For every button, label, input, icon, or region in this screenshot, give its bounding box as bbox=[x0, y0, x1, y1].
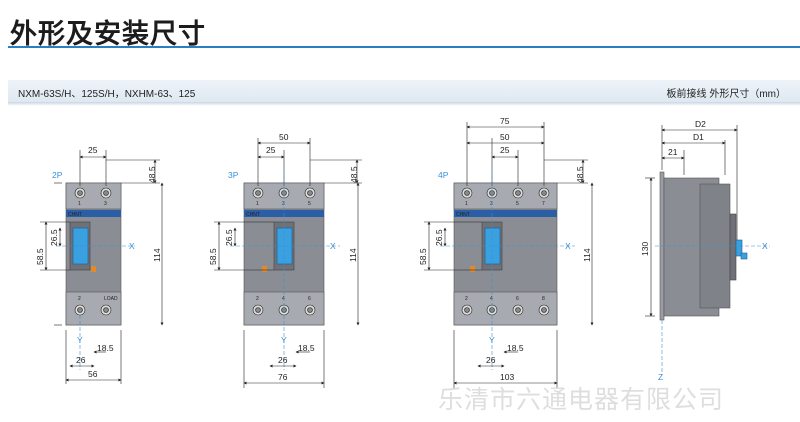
drawing-3p: 3P CHNT 1 3 5 2 4 6 50 25 48.5 114 58.5 bbox=[208, 132, 362, 388]
svg-text:114: 114 bbox=[348, 248, 358, 262]
svg-text:4: 4 bbox=[490, 296, 493, 302]
svg-text:3: 3 bbox=[282, 201, 285, 207]
svg-text:3: 3 bbox=[104, 201, 107, 207]
svg-text:58.5: 58.5 bbox=[208, 248, 218, 265]
svg-text:50: 50 bbox=[500, 132, 510, 142]
svg-text:X: X bbox=[565, 241, 571, 251]
svg-text:2: 2 bbox=[78, 296, 81, 302]
svg-text:1: 1 bbox=[465, 201, 468, 207]
svg-text:26: 26 bbox=[278, 355, 288, 365]
company-watermark: 乐清市六通电器有限公司 bbox=[438, 385, 725, 414]
svg-text:6: 6 bbox=[308, 296, 311, 302]
page-title: 外形及安装尺寸 bbox=[10, 19, 206, 50]
brand-4p: CHNT bbox=[456, 212, 470, 218]
svg-text:48.5: 48.5 bbox=[575, 166, 585, 183]
svg-text:48.5: 48.5 bbox=[349, 166, 359, 183]
svg-text:X: X bbox=[129, 241, 135, 251]
svg-text:5: 5 bbox=[308, 201, 311, 207]
svg-text:1: 1 bbox=[78, 201, 81, 207]
svg-text:18.5: 18.5 bbox=[298, 343, 315, 353]
svg-text:26.5: 26.5 bbox=[49, 229, 59, 246]
svg-text:Y: Y bbox=[281, 335, 287, 345]
svg-text:1: 1 bbox=[256, 201, 259, 207]
model-list: NXM-63S/H、125S/H，NXHM-63、125 bbox=[18, 89, 196, 100]
svg-text:18.5: 18.5 bbox=[97, 343, 114, 353]
drawing-4p: 4P CHNT 1 3 5 7 2 4 6 8 75 50 25 48.5 bbox=[418, 116, 594, 388]
drawing-side-view: D2 D1 21 130 X Z bbox=[640, 119, 770, 382]
svg-text:18.5: 18.5 bbox=[507, 343, 524, 353]
svg-text:103: 103 bbox=[500, 372, 514, 382]
svg-text:58.5: 58.5 bbox=[35, 248, 45, 265]
svg-text:7: 7 bbox=[542, 201, 545, 207]
drawing-2p: 2P CHNT 1 3 2 LOAD 25 48.5 114 58.5 26.5 bbox=[35, 145, 164, 384]
pole-label-4p: 4P bbox=[438, 170, 449, 180]
svg-text:X: X bbox=[762, 241, 768, 251]
svg-text:X: X bbox=[330, 241, 336, 251]
svg-text:5: 5 bbox=[516, 201, 519, 207]
svg-text:Z: Z bbox=[658, 372, 663, 382]
svg-text:D1: D1 bbox=[693, 132, 704, 142]
svg-text:76: 76 bbox=[278, 372, 288, 382]
svg-text:6: 6 bbox=[516, 296, 519, 302]
brand-3p: CHNT bbox=[246, 212, 260, 218]
header-band-shadow bbox=[8, 102, 800, 106]
svg-text:26: 26 bbox=[76, 355, 86, 365]
svg-text:25: 25 bbox=[88, 145, 98, 155]
header-band bbox=[8, 80, 800, 102]
svg-text:D2: D2 bbox=[695, 119, 706, 129]
svg-text:130: 130 bbox=[640, 242, 650, 256]
svg-text:25: 25 bbox=[500, 145, 510, 155]
svg-text:114: 114 bbox=[582, 248, 592, 262]
pole-label-2p: 2P bbox=[52, 170, 63, 180]
brand-2p: CHNT bbox=[68, 212, 82, 218]
svg-text:2: 2 bbox=[256, 296, 259, 302]
svg-text:56: 56 bbox=[88, 369, 98, 379]
svg-text:75: 75 bbox=[500, 116, 510, 126]
units-label: 板前接线 外形尺寸（mm） bbox=[666, 89, 786, 100]
svg-text:21: 21 bbox=[668, 147, 678, 157]
svg-text:2: 2 bbox=[465, 296, 468, 302]
svg-text:26.5: 26.5 bbox=[434, 229, 444, 246]
svg-text:8: 8 bbox=[542, 296, 545, 302]
svg-text:3: 3 bbox=[490, 201, 493, 207]
svg-text:48.5: 48.5 bbox=[147, 166, 157, 183]
svg-text:4: 4 bbox=[282, 296, 285, 302]
svg-text:Y: Y bbox=[489, 335, 495, 345]
pole-label-3p: 3P bbox=[228, 170, 239, 180]
svg-text:26: 26 bbox=[486, 355, 496, 365]
svg-text:58.5: 58.5 bbox=[418, 248, 428, 265]
svg-text:25: 25 bbox=[266, 145, 276, 155]
title-rule bbox=[8, 46, 800, 48]
svg-text:26.5: 26.5 bbox=[224, 229, 234, 246]
svg-text:LOAD: LOAD bbox=[104, 296, 118, 302]
svg-text:50: 50 bbox=[279, 132, 289, 142]
svg-text:114: 114 bbox=[152, 248, 162, 262]
svg-text:Y: Y bbox=[77, 335, 83, 345]
